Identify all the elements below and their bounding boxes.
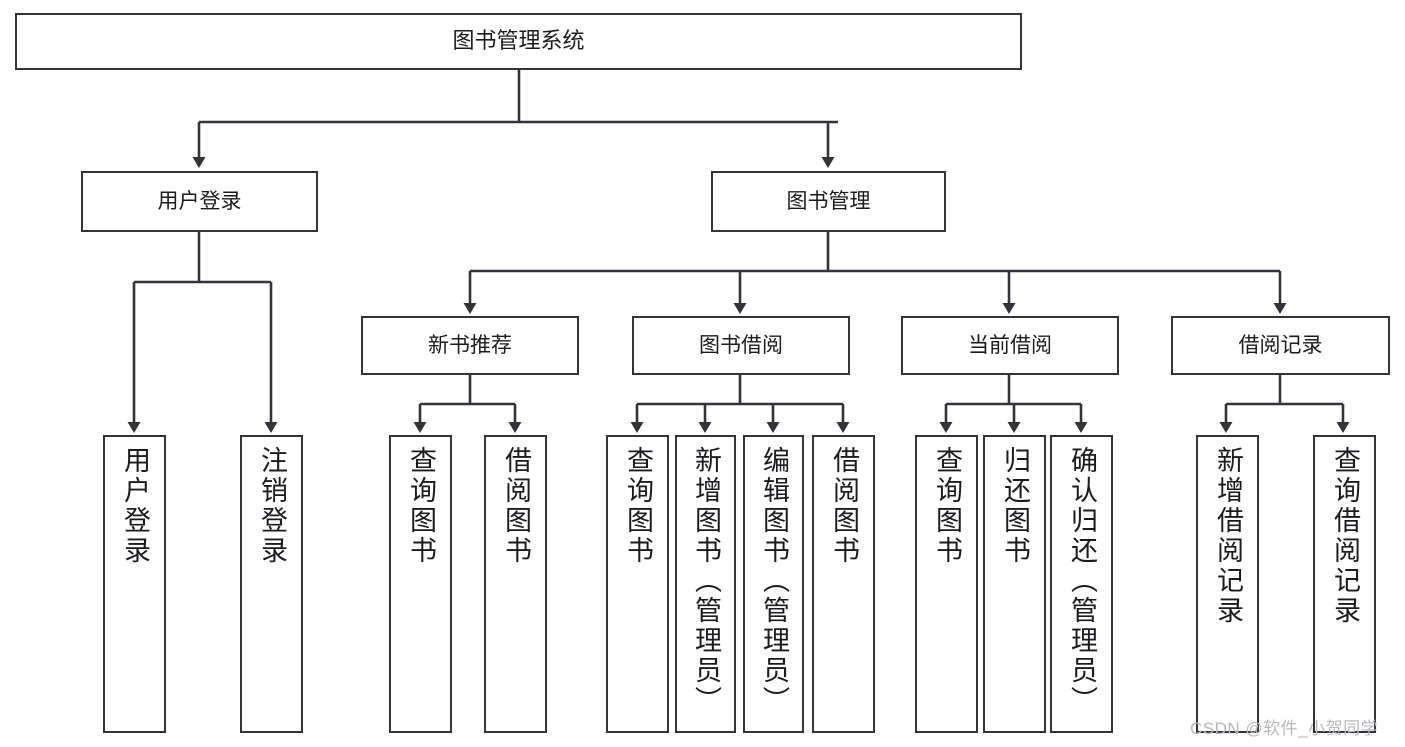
node-label: 用户登录 xyxy=(120,446,150,566)
leaf-book-borrow-query-book[interactable]: 查询图书 xyxy=(606,435,669,733)
leaf-current-borrow-query-book[interactable]: 查询图书 xyxy=(915,435,978,733)
leaf-borrow-record-add-record[interactable]: 新增借阅记录 xyxy=(1196,435,1259,733)
node-label: 查询借阅记录 xyxy=(1330,446,1360,626)
node-label: 用户登录 xyxy=(157,189,242,213)
node-label: 新书推荐 xyxy=(428,333,512,357)
node-label: 新增图书（管理员） xyxy=(691,446,721,716)
leaf-book-borrow-add-book-admin[interactable]: 新增图书（管理员） xyxy=(675,435,736,733)
csdn-watermark: CSDN @软件_小贺同学 xyxy=(1190,719,1379,738)
node-label: 图书管理 xyxy=(786,189,871,213)
node-user-login[interactable]: 用户登录 xyxy=(81,171,318,232)
leaf-current-borrow-confirm-return-admin[interactable]: 确认归还（管理员） xyxy=(1050,435,1113,733)
node-new-book-recommend[interactable]: 新书推荐 xyxy=(361,316,579,375)
node-book-borrow[interactable]: 图书借阅 xyxy=(632,316,850,375)
node-label: 借阅图书 xyxy=(501,446,531,566)
leaf-user-login-logout[interactable]: 注销登录 xyxy=(240,435,303,733)
leaf-new-book-borrow-book[interactable]: 借阅图书 xyxy=(484,435,547,733)
node-label: 查询图书 xyxy=(932,446,962,566)
leaf-book-borrow-edit-book-admin[interactable]: 编辑图书（管理员） xyxy=(743,435,804,733)
leaf-book-borrow-borrow-book[interactable]: 借阅图书 xyxy=(812,435,875,733)
node-label: 确认归还（管理员） xyxy=(1067,446,1097,716)
node-label: 当前借阅 xyxy=(968,333,1052,357)
node-book-management[interactable]: 图书管理 xyxy=(711,171,946,232)
node-label: 查询图书 xyxy=(406,446,436,566)
node-label: 借阅图书 xyxy=(829,446,859,566)
node-label: 图书管理系统 xyxy=(452,28,585,54)
node-label: 编辑图书（管理员） xyxy=(759,446,789,716)
node-current-borrow[interactable]: 当前借阅 xyxy=(901,316,1119,375)
node-label: 图书借阅 xyxy=(699,333,783,357)
node-borrow-record[interactable]: 借阅记录 xyxy=(1171,316,1390,375)
node-label: 归还图书 xyxy=(1000,446,1030,566)
leaf-user-login-login[interactable]: 用户登录 xyxy=(103,435,166,733)
node-label: 注销登录 xyxy=(257,446,287,566)
leaf-borrow-record-query-record[interactable]: 查询借阅记录 xyxy=(1313,435,1376,733)
leaf-new-book-query-book[interactable]: 查询图书 xyxy=(389,435,452,733)
leaf-current-borrow-return-book[interactable]: 归还图书 xyxy=(983,435,1046,733)
node-label: 查询图书 xyxy=(623,446,653,566)
node-label: 借阅记录 xyxy=(1238,333,1323,357)
node-label: 新增借阅记录 xyxy=(1213,446,1243,626)
node-root-system[interactable]: 图书管理系统 xyxy=(15,13,1022,70)
